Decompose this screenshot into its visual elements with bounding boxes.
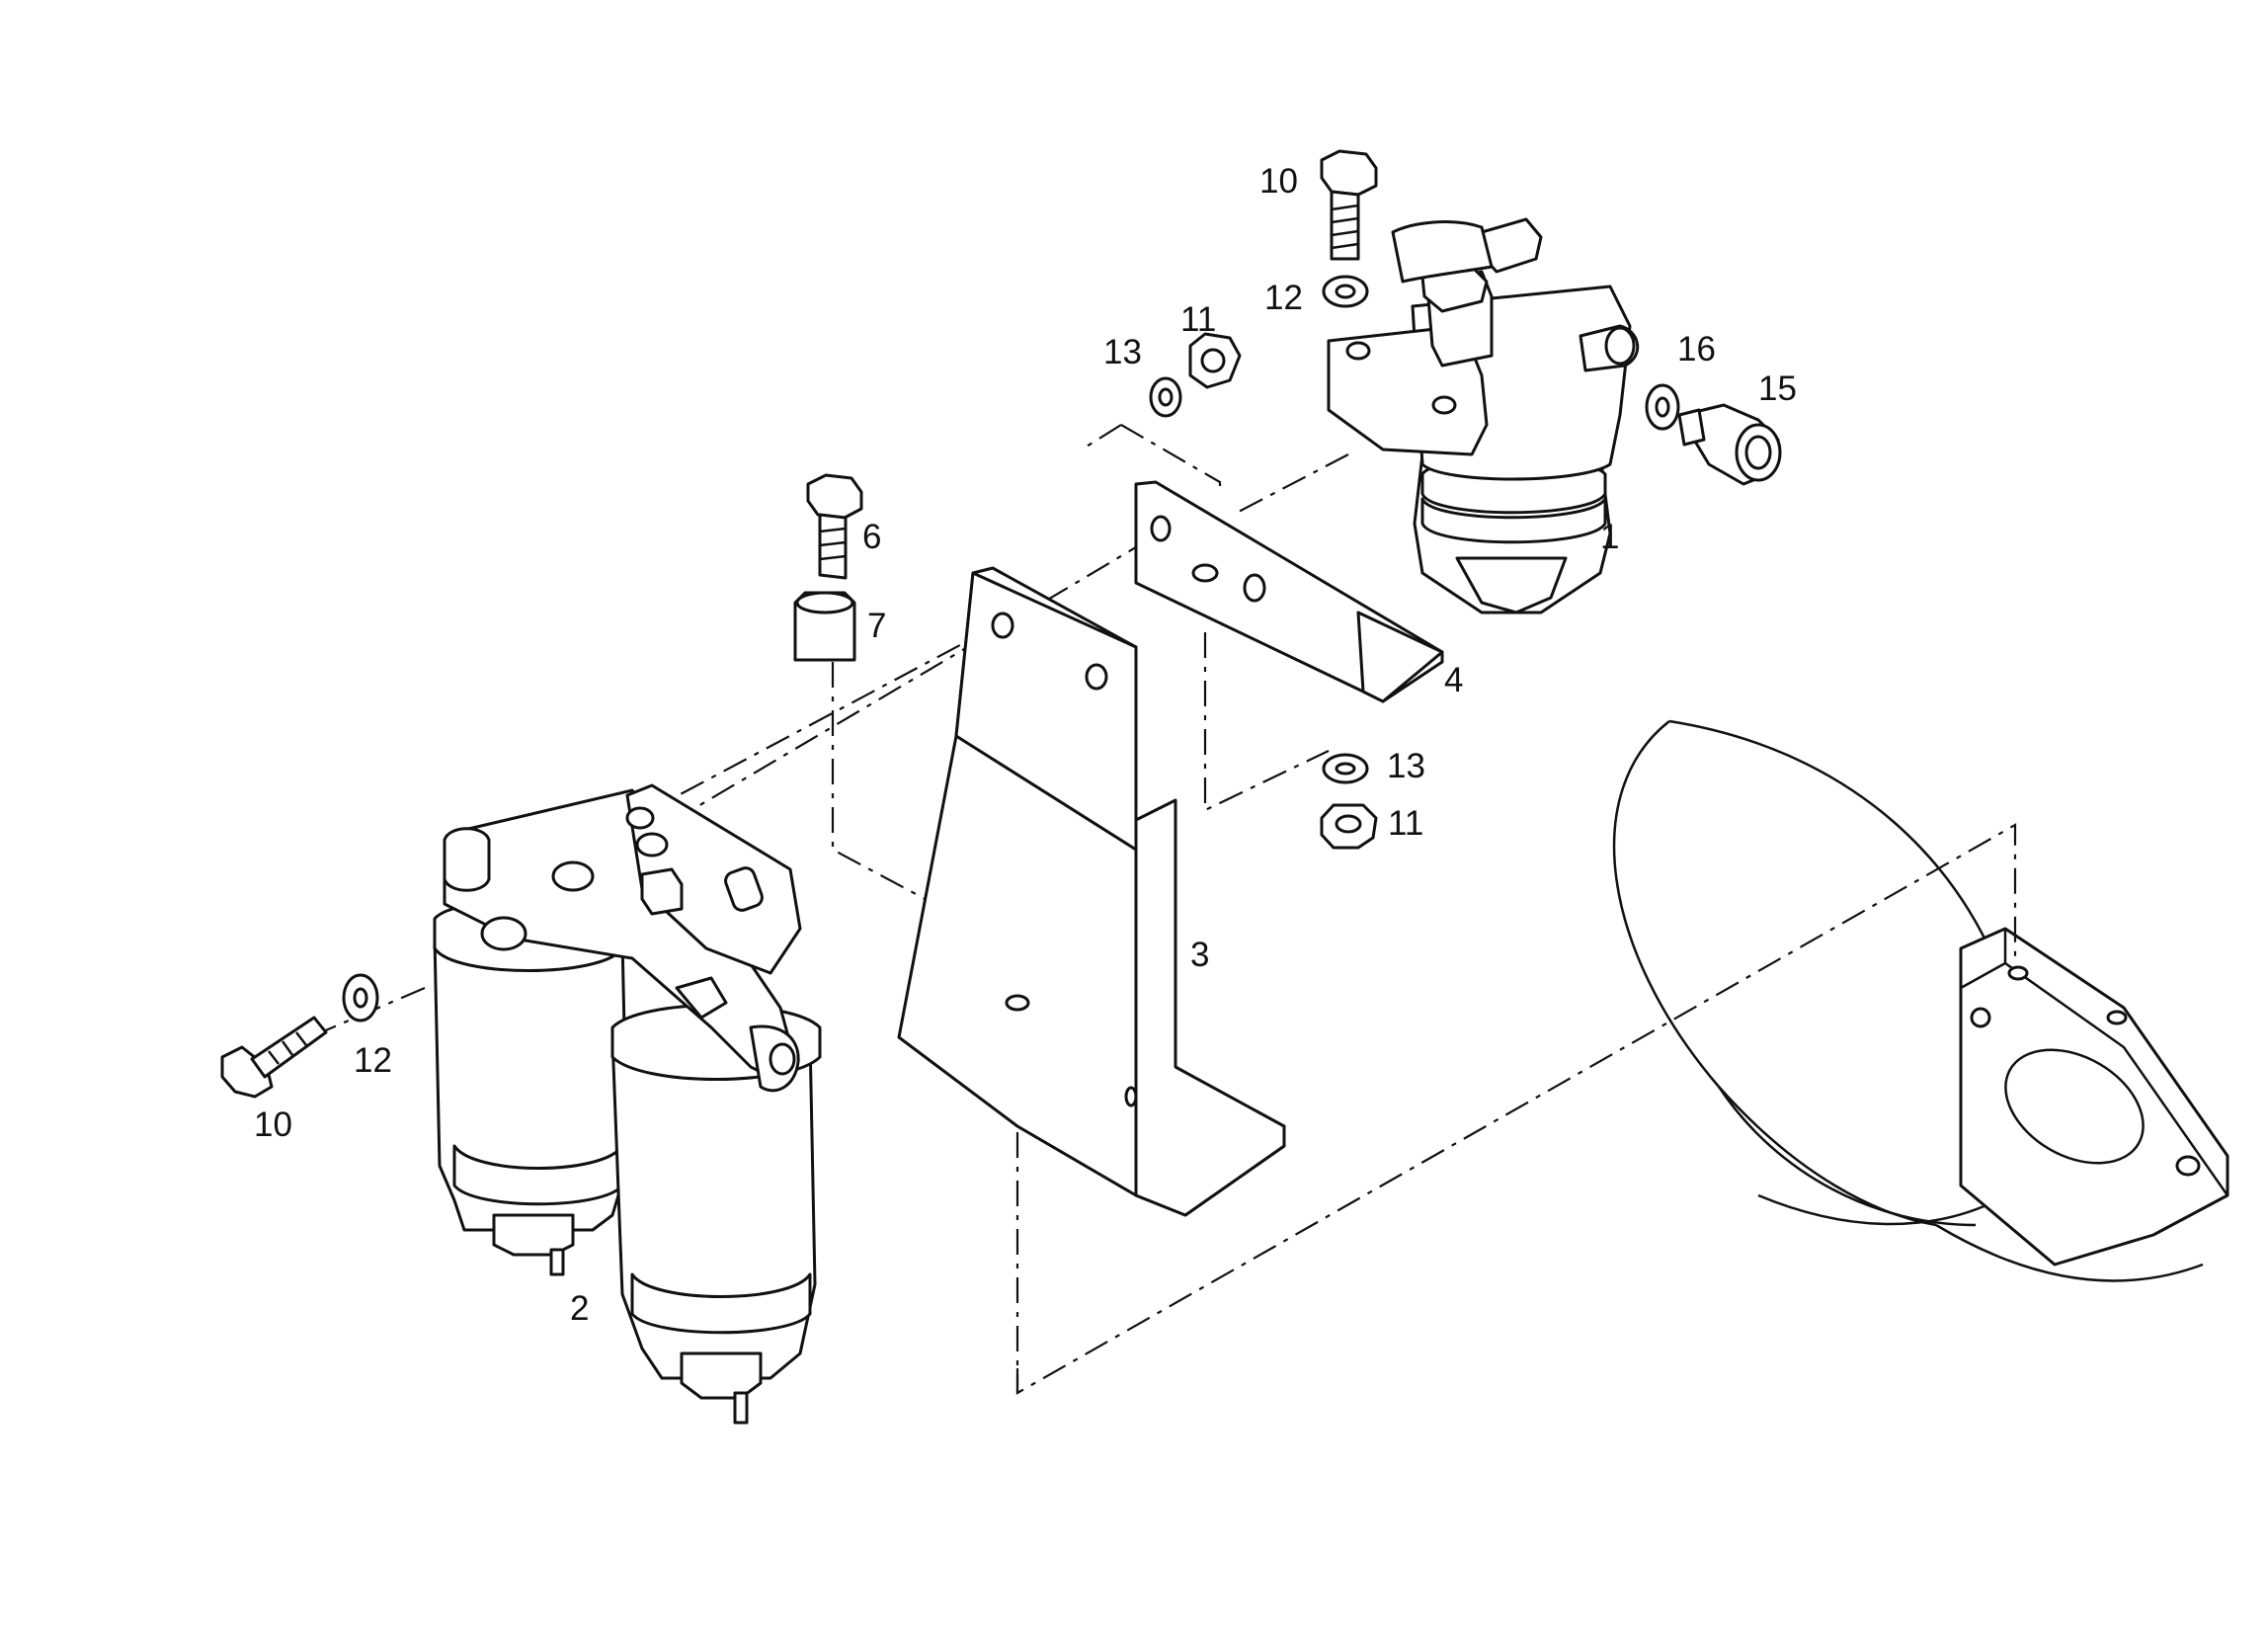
label-part-13-lower: 13 bbox=[1387, 747, 1425, 785]
bracket-4 bbox=[1134, 480, 1444, 703]
label-part-13-upper: 13 bbox=[1103, 333, 1142, 371]
bolt-6 bbox=[806, 473, 863, 580]
washer-16 bbox=[1645, 383, 1680, 431]
label-part-11-lower: 11 bbox=[1388, 804, 1423, 843]
label-part-1: 1 bbox=[1600, 518, 1619, 556]
label-part-10-upper: 10 bbox=[1259, 162, 1298, 201]
nut-11-lower bbox=[1320, 803, 1378, 850]
exhaust-flange bbox=[1959, 927, 2229, 1267]
nut-11-upper bbox=[1188, 332, 1242, 389]
bracket-3 bbox=[897, 566, 1286, 1217]
label-part-2: 2 bbox=[570, 1289, 589, 1328]
label-part-12-lower: 12 bbox=[354, 1041, 392, 1080]
label-part-15: 15 bbox=[1758, 369, 1797, 408]
label-part-10-lower: 10 bbox=[254, 1105, 292, 1144]
label-part-11-upper: 11 bbox=[1180, 300, 1216, 339]
label-part-3: 3 bbox=[1190, 936, 1209, 974]
part-number-labels: 1 2 3 4 6 7 10 10 11 11 12 12 13 13 15 1… bbox=[254, 162, 1797, 1328]
label-part-7: 7 bbox=[867, 607, 886, 645]
fuel-filter-1 bbox=[1327, 217, 1640, 614]
washer-13-lower bbox=[1322, 753, 1369, 784]
label-part-12-upper: 12 bbox=[1264, 279, 1303, 317]
bolt-10-upper bbox=[1320, 149, 1378, 261]
bolt-10-lower bbox=[220, 1016, 328, 1099]
washer-13-upper bbox=[1149, 376, 1182, 418]
washer-12-upper bbox=[1322, 275, 1369, 308]
spacer-7 bbox=[793, 591, 856, 662]
washer-12-lower bbox=[342, 973, 379, 1022]
fitting-15 bbox=[1677, 403, 1782, 486]
fuel-filter-2 bbox=[433, 783, 822, 1425]
label-part-6: 6 bbox=[862, 518, 881, 556]
label-part-4: 4 bbox=[1444, 661, 1463, 699]
label-part-16: 16 bbox=[1677, 330, 1716, 368]
